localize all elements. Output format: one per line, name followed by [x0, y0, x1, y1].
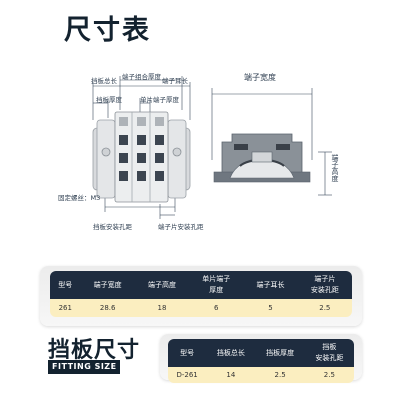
fitting-cell: 2.5: [304, 367, 354, 383]
spec-cell: 261: [50, 299, 81, 317]
fitting-header-cell: 挡板厚度: [255, 339, 305, 367]
spec-cell: 5: [243, 299, 298, 317]
fitting-cell: 2.5: [255, 367, 305, 383]
table-row: 261 28.6 18 6 5 2.5: [50, 299, 352, 317]
fitting-header-cell: 挡板 安装孔距: [304, 339, 354, 367]
fitting-header-cell: 型号: [168, 339, 207, 367]
right-diagram-graphic: [211, 88, 332, 196]
spec-cell: 28.6: [80, 299, 135, 317]
page-title: 尺寸表: [64, 15, 151, 46]
right-diagram: 端子宽度 端子高度: [200, 60, 400, 220]
fitting-header-cell: 挡板总长: [206, 339, 256, 367]
label-terminal-ear-length: 端子耳长: [162, 77, 188, 85]
fitting-table-header-row: 型号 挡板总长 挡板厚度 挡板 安装孔距: [168, 339, 354, 367]
table-row: D-261 14 2.5 2.5: [168, 367, 354, 383]
fitting-cell: D-261: [168, 367, 207, 383]
spec-header-cell: 型号: [50, 271, 81, 299]
fitting-cell: 14: [206, 367, 256, 383]
label-terminal-height: 端子高度: [331, 154, 339, 182]
left-diagram-graphic: [92, 76, 191, 219]
label-baffle-thickness: 挡板厚度: [96, 96, 122, 104]
spec-cell: 18: [134, 299, 190, 317]
label-terminal-combined-thickness: 端子组合厚度: [122, 73, 161, 81]
label-fixing-screw: 固定螺丝：M3: [58, 194, 101, 202]
fitting-subtitle: FITTING SIZE: [48, 360, 120, 374]
fitting-title: 挡板尺寸: [48, 338, 141, 363]
label-single-terminal-thickness: 单片端子厚度: [140, 96, 179, 104]
spec-cell: 6: [189, 299, 244, 317]
label-terminal-hole-spacing: 端子片安装孔距: [158, 223, 204, 231]
label-baffle-hole-spacing: 挡板安装孔距: [93, 223, 132, 231]
spec-cell: 2.5: [297, 299, 352, 317]
spec-header-cell: 端子高度: [134, 271, 190, 299]
spec-table: 型号 端子宽度 端子高度 单片端子 厚度 端子耳长 端子片 安装孔距 261 2…: [50, 271, 352, 317]
spec-header-cell: 单片端子 厚度: [189, 271, 244, 299]
left-diagram: 挡板总长 端子组合厚度 端子耳长 挡板厚度 单片端子厚度 固定螺丝：M3 挡板安…: [0, 0, 204, 240]
spec-header-cell: 端子片 安装孔距: [297, 271, 352, 299]
label-baffle-total-length: 挡板总长: [91, 77, 117, 85]
spec-header-cell: 端子耳长: [243, 271, 298, 299]
spec-table-header-row: 型号 端子宽度 端子高度 单片端子 厚度 端子耳长 端子片 安装孔距: [50, 271, 352, 299]
label-terminal-width: 端子宽度: [244, 73, 276, 82]
spec-header-cell: 端子宽度: [80, 271, 135, 299]
fitting-table: 型号 挡板总长 挡板厚度 挡板 安装孔距 D-261 14 2.5 2.5: [168, 339, 354, 383]
